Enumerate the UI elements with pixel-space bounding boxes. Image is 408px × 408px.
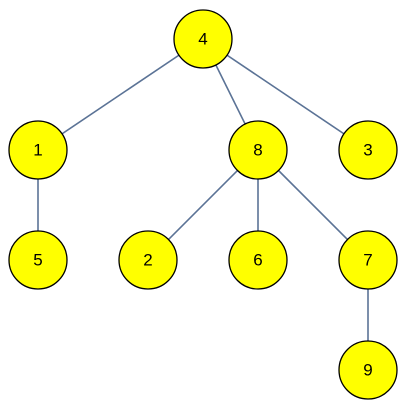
node-2: 2 bbox=[118, 230, 178, 290]
node-8: 8 bbox=[228, 120, 288, 180]
node-circle bbox=[228, 120, 288, 180]
node-9: 9 bbox=[338, 340, 398, 400]
edge-4-3 bbox=[202, 38, 369, 151]
edge-4-1 bbox=[37, 38, 204, 151]
node-5: 5 bbox=[8, 230, 68, 290]
node-1: 1 bbox=[8, 120, 68, 180]
node-circle bbox=[118, 230, 178, 290]
node-label: 5 bbox=[33, 251, 42, 270]
node-label: 2 bbox=[143, 251, 152, 270]
node-label: 6 bbox=[253, 251, 262, 270]
node-4: 4 bbox=[173, 9, 233, 69]
node-circle bbox=[8, 230, 68, 290]
node-6: 6 bbox=[228, 230, 288, 290]
node-7: 7 bbox=[338, 230, 398, 290]
node-label: 8 bbox=[253, 141, 262, 160]
node-label: 9 bbox=[363, 361, 372, 380]
edges-layer bbox=[37, 38, 369, 370]
nodes-layer: 4 1 8 3 5 2 6 7 9 bbox=[8, 9, 398, 400]
node-label: 1 bbox=[33, 141, 42, 160]
node-3: 3 bbox=[338, 120, 398, 180]
node-label: 3 bbox=[363, 141, 372, 160]
node-label: 4 bbox=[198, 30, 207, 49]
node-label: 7 bbox=[363, 251, 372, 270]
node-circle bbox=[8, 120, 68, 180]
node-circle bbox=[228, 230, 288, 290]
node-circle bbox=[338, 120, 398, 180]
node-circle bbox=[338, 230, 398, 290]
node-circle bbox=[338, 340, 398, 400]
node-circle bbox=[173, 9, 233, 69]
